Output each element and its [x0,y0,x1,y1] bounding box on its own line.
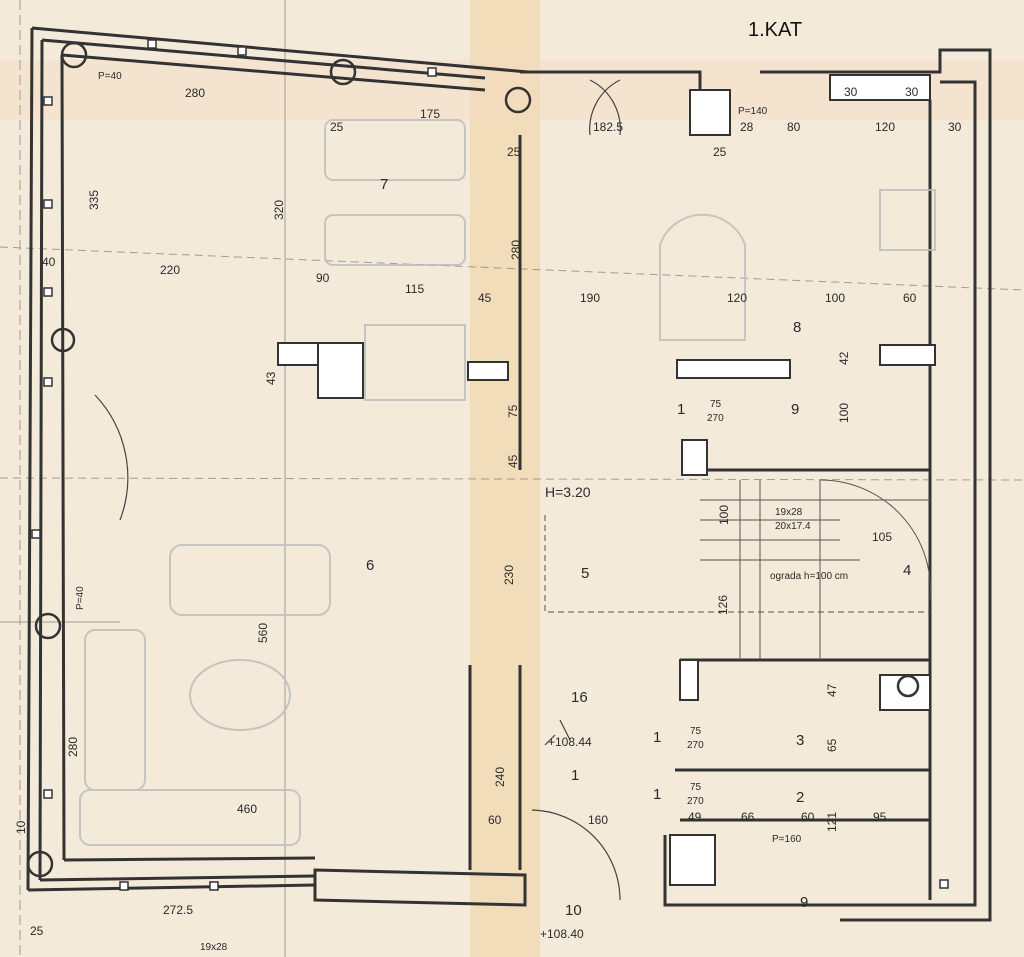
room-number: 4 [903,562,912,579]
dimension-v: 10 [14,820,28,834]
floor-title: 1.KAT [748,19,803,41]
room-number: 9 [791,401,800,418]
dimension-v: 560 [256,622,270,643]
room-number: 8 [793,319,802,336]
dimension-v: 280 [509,239,523,260]
window-label: 75 [690,726,702,737]
dimension-v: 280 [66,736,80,757]
dimension-h: 30 [905,85,919,99]
dimension-h: 280 [185,86,206,100]
dimension-v: 65 [825,738,839,752]
dimension-v: 126 [716,594,730,615]
dimension-v: 47 [825,683,839,697]
room-number: 1 [653,786,662,803]
room-number: 5 [581,565,590,582]
dimension-v: 100 [717,504,731,525]
dimension-h: 460 [237,802,258,816]
dimension-h: 45 [478,291,492,305]
dimension-h: 25 [330,120,344,134]
dimension-v: 335 [87,189,101,210]
dimension-h: 190 [580,291,601,305]
dimension-v: 42 [837,351,851,365]
dimension-h: 160 [588,813,609,827]
room-number: 1 [677,401,686,418]
window-label: P=140 [738,106,768,117]
dimension-h: 95 [873,810,887,824]
room-number: 16 [571,689,588,706]
room-number: 7 [380,176,389,193]
dimension-h: 25 [713,145,727,159]
dimension-h: 25 [30,924,44,938]
level-mark: +108.40 [540,927,584,941]
dimension-h: 60 [801,810,815,824]
dimension-v: 320 [272,199,286,220]
dimension-v: 100 [837,402,851,423]
railing-label: ograda h=100 cm [770,571,849,582]
room-number: 9 [800,894,809,911]
height-label: H=3.20 [545,484,591,500]
window-label: 270 [687,740,704,751]
stair-dimension: 19x28 [200,942,228,953]
window-label: P=40 [75,586,86,610]
dimension-h: 120 [875,120,896,134]
room-number: 1 [653,729,662,746]
level-mark: +108.44 [548,735,592,749]
dimension-h: 25 [507,145,521,159]
dimension-h: 30 [948,120,962,134]
dimension-h: 100 [825,291,846,305]
window-label: 75 [690,782,702,793]
dimension-h: 272.5 [163,903,194,917]
window-label: P=40 [98,71,122,82]
dimension-h: 30 [844,85,858,99]
window-label: 270 [687,796,704,807]
window-label: P=160 [772,834,802,845]
room-number: 10 [565,902,582,919]
dimension-h: 220 [160,263,181,277]
dimension-v: 240 [493,766,507,787]
dimension-h: 49 [688,810,702,824]
dimension-v: 121 [825,811,839,832]
window-label: 270 [707,413,724,424]
dimension-h: 90 [316,271,330,285]
dimension-h: 115 [405,282,425,296]
dimension-h: 105 [872,530,893,544]
room-number: 6 [366,557,375,574]
dimension-h: 40 [42,255,56,269]
dimension-h: 80 [787,120,801,134]
dimension-h: 66 [741,810,755,824]
stair-dimension: 19x28 [775,507,803,518]
dimension-v: 230 [502,564,516,585]
dimension-h: 175 [420,107,441,121]
dimension-h: 60 [903,291,917,305]
dimension-h: 120 [727,291,748,305]
room-number: 1 [571,767,580,784]
dimension-h: 60 [488,813,502,827]
dimension-v: 45 [506,454,520,468]
dimension-h: 182.5 [593,120,624,134]
dimension-h: 28 [740,120,754,134]
dimension-v: 75 [506,404,520,418]
window-label: 75 [710,399,722,410]
room-number: 2 [796,789,805,806]
stair-dimension: 20x17.4 [775,521,811,532]
room-number: 3 [796,732,805,749]
dimension-v: 43 [264,371,278,385]
